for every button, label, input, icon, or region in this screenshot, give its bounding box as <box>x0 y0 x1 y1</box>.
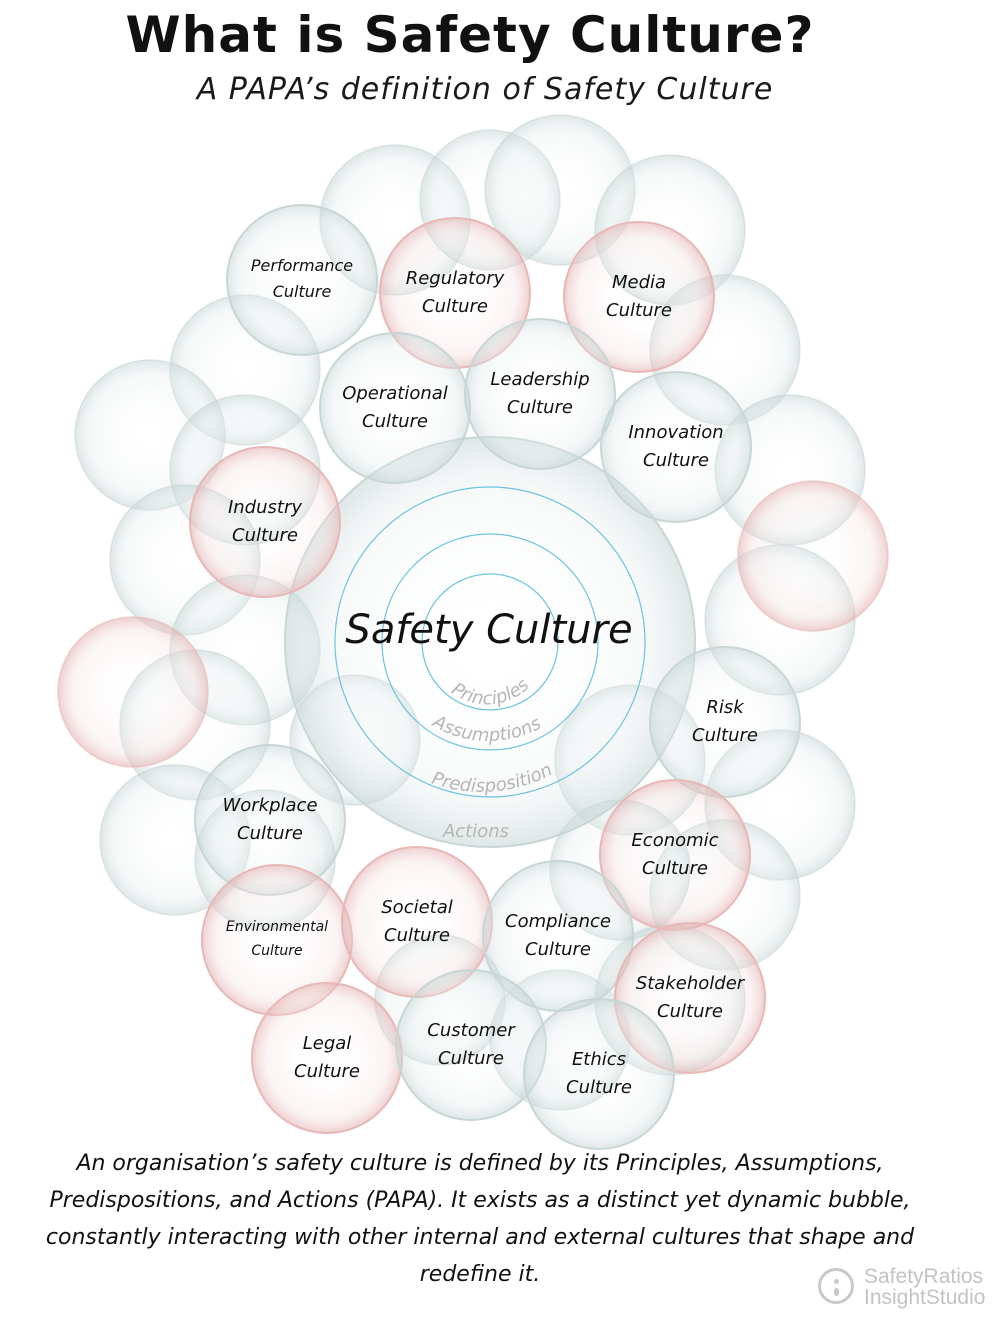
safety-culture-label: Safety Culture <box>345 607 632 653</box>
culture-bubbles: PerformanceCultureRegulatoryCultureMedia… <box>189 204 801 1150</box>
culture-label-line1: Customer <box>427 1020 516 1041</box>
page-subtitle: A PAPA’s definition of Safety Culture <box>196 72 774 107</box>
papa-ring-label-actions: Actions <box>442 821 509 842</box>
culture-label-line1: Societal <box>381 897 453 918</box>
culture-label-line2: Culture <box>362 411 428 432</box>
logo-line-2: InsightStudio <box>864 1286 986 1309</box>
culture-bubble-circle <box>395 969 547 1121</box>
description-paragraph: An organisation’s safety culture is defi… <box>45 1151 915 1287</box>
culture-label-line1: Regulatory <box>406 268 505 289</box>
culture-label-line2: Culture <box>692 725 758 746</box>
culture-label-line1: Compliance <box>505 911 611 932</box>
culture-label-line2: Culture <box>657 1001 723 1022</box>
culture-label-line2: Culture <box>525 939 591 960</box>
culture-label-line2: Culture <box>237 823 303 844</box>
culture-bubble-circle <box>600 371 752 523</box>
culture-label-line2: Culture <box>438 1048 504 1069</box>
culture-label-line1: Leadership <box>490 369 589 390</box>
culture-label-line1: Legal <box>303 1033 352 1054</box>
page-title: What is Safety Culture? <box>125 6 815 64</box>
culture-label-line2: Culture <box>232 525 298 546</box>
culture-label-line1: Industry <box>228 497 302 518</box>
culture-label-line2: Culture <box>384 925 450 946</box>
culture-label-line2: Culture <box>273 282 332 301</box>
culture-label-line2: Culture <box>606 300 672 321</box>
culture-label-line1: Operational <box>342 383 448 404</box>
culture-label-line1: Media <box>612 272 666 293</box>
culture-label-line1: Ethics <box>572 1049 626 1070</box>
culture-label-line2: Culture <box>642 858 708 879</box>
culture-label-line2: Culture <box>422 296 488 317</box>
culture-bubble-circle <box>189 446 341 598</box>
papa-ring <box>381 533 599 751</box>
culture-bubble-circle <box>649 646 801 798</box>
culture-label-line2: Culture <box>507 397 573 418</box>
culture-label-line2: Culture <box>294 1061 360 1082</box>
culture-bubble-circle <box>563 221 715 373</box>
culture-label-line2: Culture <box>251 943 302 959</box>
culture-label-line1: Workplace <box>222 795 317 816</box>
culture-label-line2: Culture <box>566 1077 632 1098</box>
culture-bubble-circle <box>251 982 403 1134</box>
safety-culture-bubble: Safety CulturePrinciplesAssumptionsPredi… <box>284 436 696 848</box>
culture-bubble-circle <box>464 318 616 470</box>
culture-label-line1: Environmental <box>226 919 328 935</box>
culture-label-line1: Economic <box>631 830 718 851</box>
culture-label-line2: Culture <box>643 450 709 471</box>
culture-label-line1: Stakeholder <box>636 973 746 994</box>
logo-icon <box>818 1268 854 1304</box>
background-bubble <box>737 480 889 632</box>
logo-line-1: SafetyRatios <box>864 1265 984 1288</box>
brand-logo: SafetyRatios InsightStudio <box>818 1266 998 1312</box>
papa-ring <box>421 573 559 711</box>
culture-bubble-circle <box>226 204 378 356</box>
culture-bubble-circle <box>319 332 471 484</box>
background-bubble <box>57 616 209 768</box>
papa-ring <box>334 486 646 798</box>
culture-label-line1: Performance <box>251 256 353 275</box>
culture-label-line1: Innovation <box>628 422 723 443</box>
culture-bubble-circle <box>523 998 675 1150</box>
culture-label-line1: Risk <box>706 697 745 718</box>
